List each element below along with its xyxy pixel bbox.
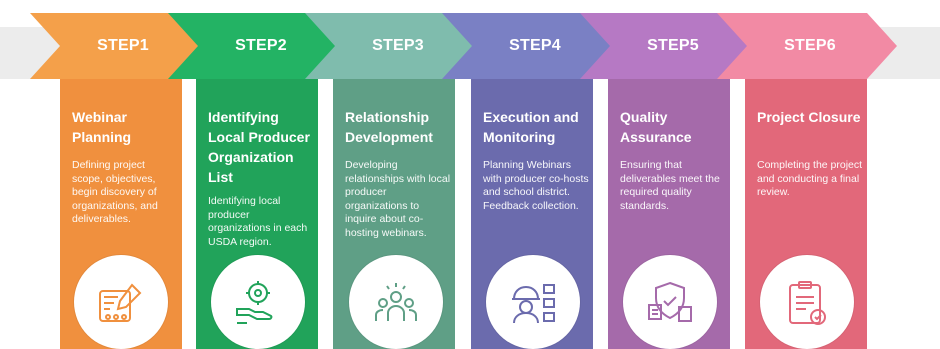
chevron-shape: [717, 13, 897, 79]
chevron-shape: [30, 13, 210, 79]
step-label: STEP5: [647, 37, 699, 54]
step-title: Relationship Development: [345, 109, 433, 145]
step-description: Planning Webinars with producer co-hosts…: [483, 159, 589, 212]
step-4-icon-circle: [486, 255, 580, 349]
chevron-shape: [442, 13, 622, 79]
hand-gear-icon: [236, 281, 273, 324]
step-3-icon-circle: [349, 255, 443, 349]
step-label: STEP1: [97, 37, 149, 54]
step-title: Quality Assurance: [620, 109, 692, 145]
blueprint-plan-icon: [99, 283, 142, 322]
step-title: Execution and Monitoring: [483, 109, 579, 145]
step-1-icon-circle: [74, 255, 168, 349]
step-5-icon-circle: [623, 255, 717, 349]
step-label: STEP3: [372, 37, 424, 54]
step-2-icon-circle: [211, 255, 305, 349]
team-people-icon: [375, 283, 417, 321]
chevron-shape: [580, 13, 760, 79]
step-title: Project Closure: [757, 109, 861, 125]
step-description: Defining project scope, objectives, begi…: [72, 159, 158, 226]
step-title: Webinar Planning: [72, 109, 132, 145]
step-description: Completing the project and conducting a …: [757, 159, 863, 199]
step-6-icon-circle: [760, 255, 854, 349]
step-label: STEP2: [235, 37, 287, 54]
chevron-shape: [305, 13, 485, 79]
step-label: STEP4: [509, 37, 561, 54]
step-description: Identifying local producer organizations…: [208, 195, 308, 248]
step-title: Identifying Local Producer Organization …: [208, 109, 310, 185]
step-description: Developing relationships with local prod…: [345, 159, 451, 239]
step-description: Ensuring that deliverables meet the requ…: [620, 159, 720, 212]
step-label: STEP6: [784, 37, 836, 54]
worker-helmet-icon: [512, 284, 555, 324]
chevron-shape: [168, 13, 348, 79]
clipboard-check-icon: [789, 281, 826, 325]
shield-checklist-icon: [648, 281, 692, 322]
